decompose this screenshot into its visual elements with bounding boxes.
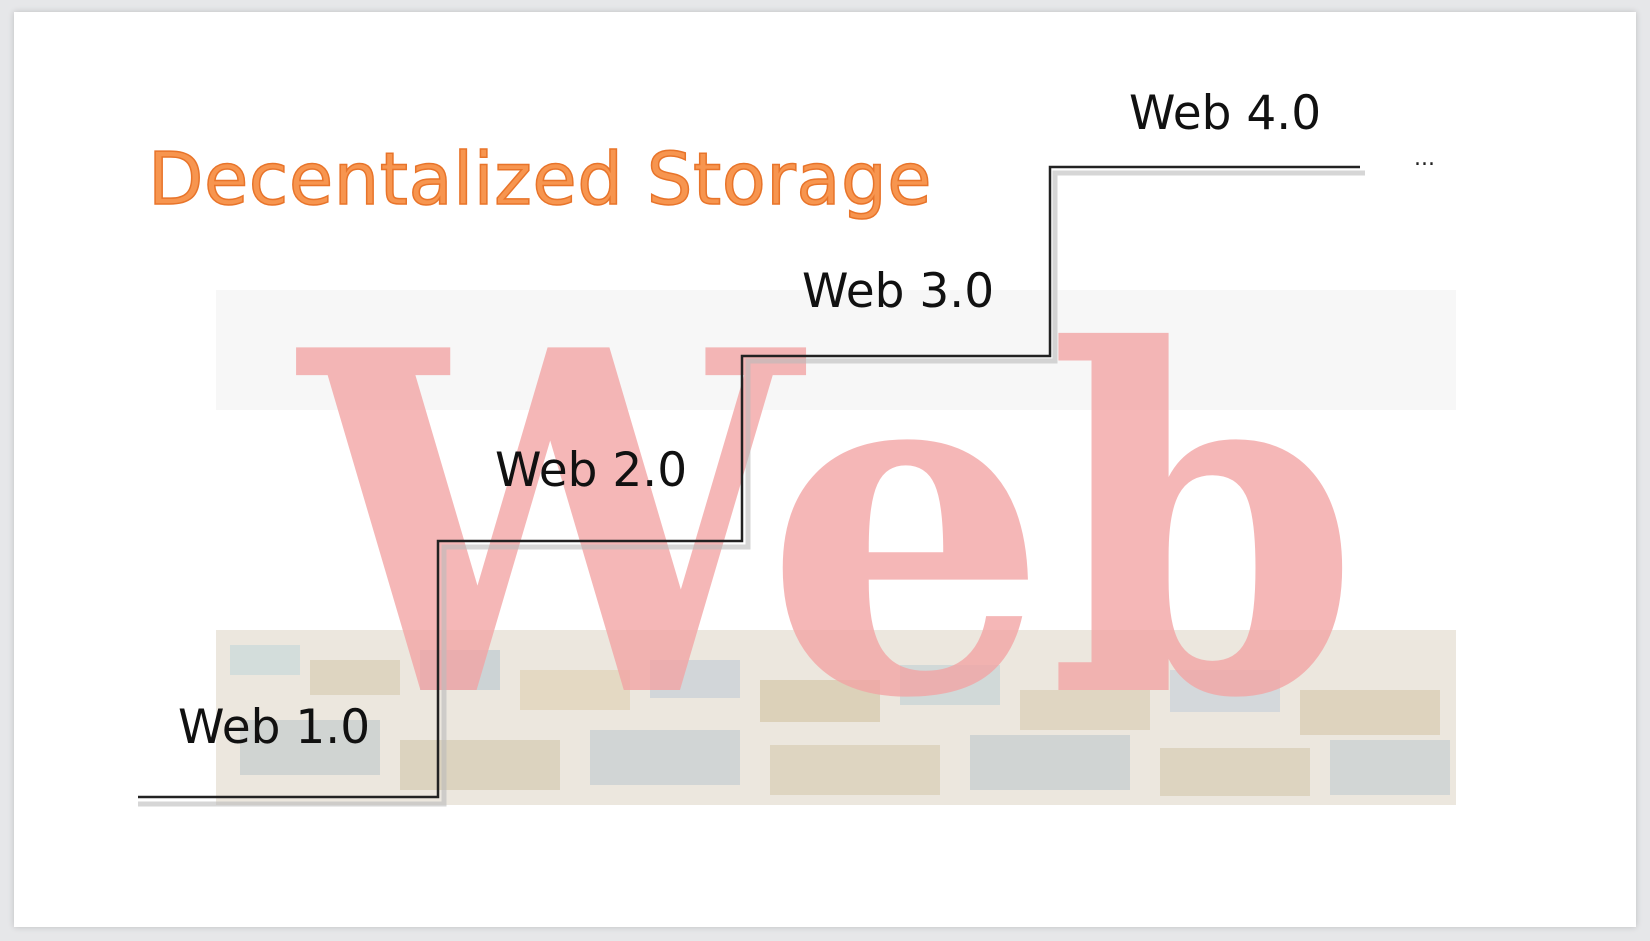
step-label-web-3: Web 3.0 — [802, 264, 995, 319]
web-watermark-text: Web — [293, 249, 1360, 801]
staircase-line — [138, 165, 1360, 799]
slide-title: Decentalized Storage — [147, 137, 932, 221]
staircase-line-shadow — [138, 170, 1365, 807]
step-label-web-4: Web 4.0 — [1129, 86, 1322, 141]
www-collage-image — [216, 630, 1456, 805]
continuation-ellipsis: ... — [1414, 146, 1435, 171]
step-label-web-2: Web 2.0 — [495, 443, 688, 498]
step-label-web-1: Web 1.0 — [178, 700, 371, 755]
